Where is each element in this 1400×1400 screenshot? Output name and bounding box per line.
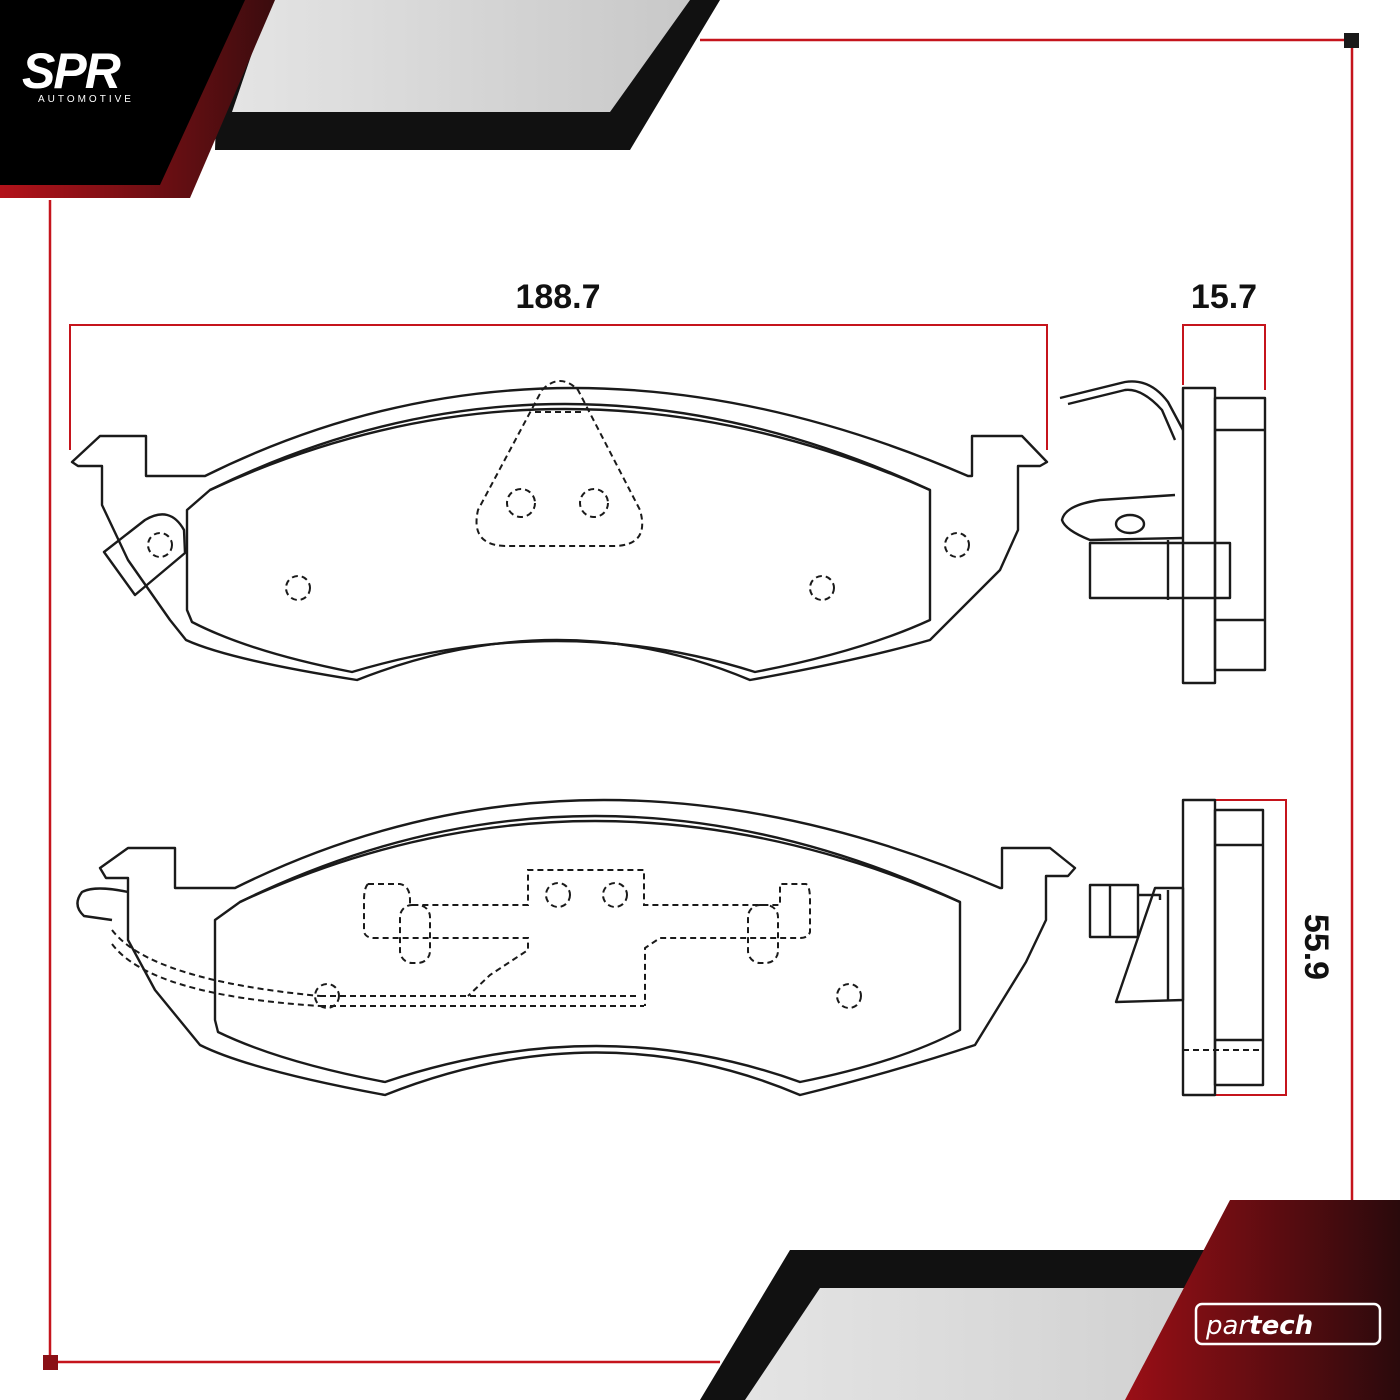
frame-corner-marker (1344, 33, 1359, 48)
thickness-dimension-label: 15.7 (1191, 278, 1257, 316)
frame-corner-marker (43, 1355, 58, 1370)
spr-logo-subtext: AUTOMOTIVE (38, 94, 134, 105)
height-dimension-label: 55.9 (1297, 914, 1335, 980)
header-banner (0, 0, 720, 198)
partech-logo: partech (1194, 1302, 1382, 1346)
height-dimension: 55.9 (1215, 799, 1335, 1096)
partech-logo-tech: tech (1249, 1311, 1313, 1341)
dimension-frame (43, 33, 1359, 1370)
lower-brake-pad-front-view (76, 798, 1077, 1097)
upper-brake-pad-side-view (1059, 380, 1267, 685)
footer-banner (700, 1200, 1400, 1400)
width-dimension-label: 188.7 (515, 278, 600, 316)
lower-brake-pad-side-view (1088, 798, 1265, 1097)
upper-brake-pad-front-view (70, 380, 1049, 682)
spr-logo-text: SPR (22, 43, 121, 99)
svg-text:partech: partech (1205, 1311, 1313, 1341)
partech-logo-frame (1194, 1302, 1382, 1346)
width-dimension: 188.7 (69, 278, 1048, 450)
thickness-dimension: 15.7 (1182, 278, 1266, 390)
partech-logo-part: par (1205, 1311, 1251, 1341)
spr-logo: SPR AUTOMOTIVE (22, 43, 134, 105)
